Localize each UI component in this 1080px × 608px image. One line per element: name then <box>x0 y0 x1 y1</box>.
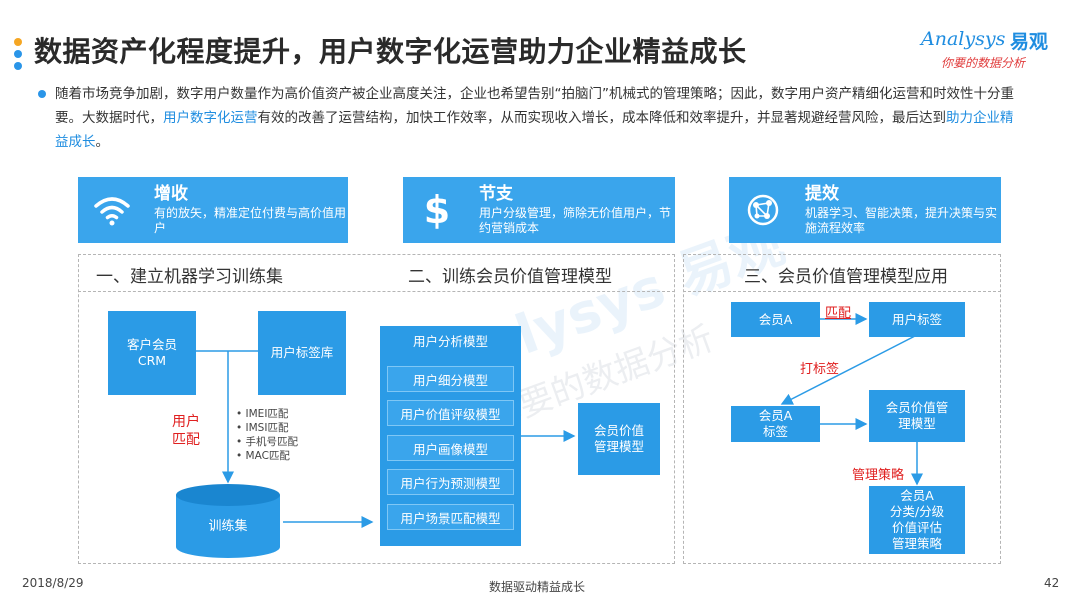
panel-title: 增收 <box>154 184 188 204</box>
section-heading-1: 一、建立机器学习训练集 <box>96 267 283 287</box>
title-dot <box>14 62 22 70</box>
logo-brand: Analysys <box>921 28 1006 50</box>
title-dots <box>14 38 24 74</box>
footer-date: 2018/8/29 <box>22 576 84 590</box>
frame-left <box>78 254 675 564</box>
training-set-label: 训练集 <box>208 519 248 534</box>
logo-slogan: 你要的数据分析 <box>941 56 1026 70</box>
strategy-label: 管理策略 <box>852 468 905 483</box>
globe-network-icon <box>729 177 797 243</box>
title-dot <box>14 50 22 58</box>
member-a-box: 会员A <box>731 302 820 337</box>
section-divider <box>683 291 1001 292</box>
intro-text: 。 <box>95 134 110 150</box>
model-item: 用户价值评级模型 <box>387 400 514 426</box>
training-set-cylinder: 训练集 <box>174 483 282 561</box>
model-item: 用户画像模型 <box>387 435 514 461</box>
intro-highlight: 助力企业精益成长 <box>55 110 1014 150</box>
tag-library-box: 用户标签库 <box>258 311 346 395</box>
value-model-box: 会员价值 管理模型 <box>578 403 660 475</box>
analysys-logo: Analysys 易观 你要的数据分析 <box>921 28 1061 76</box>
intro-text: 有效的改善了运营结构，加快工作效率，从而实现收入增长，成本降低和效率提升，并显著… <box>257 110 947 126</box>
user-match-label: 用户 匹配 <box>172 414 200 448</box>
footer-center: 数据驱动精益成长 <box>489 580 586 594</box>
title-dot <box>14 38 22 46</box>
model-panel-title: 用户分析模型 <box>412 334 488 349</box>
panel-efficiency: 提效 机器学习、智能决策，提升决策与实施流程效率 <box>729 177 1001 243</box>
list-item: • IMSI匹配 <box>236 422 289 434</box>
panel-title: 提效 <box>805 184 839 204</box>
list-item: • 手机号匹配 <box>236 436 299 448</box>
model-item: 用户细分模型 <box>387 366 514 392</box>
page-title: 数据资产化程度提升，用户数字化运营助力企业精益成长 <box>34 35 747 68</box>
intro-highlight: 用户数字化运营 <box>163 110 258 126</box>
panel-desc: 有的放矢，精准定位付费与高价值用户 <box>154 206 347 235</box>
panel-desc: 用户分级管理，筛除无价值用户，节约营销成本 <box>479 206 672 235</box>
section-heading-2: 二、训练会员价值管理模型 <box>408 267 612 287</box>
wifi-icon <box>78 177 146 243</box>
intro-paragraph: 随着市场竞争加剧，数字用户数量作为高价值资产被企业高度关注，企业也希望告别“拍脑… <box>55 82 1020 154</box>
tagging-label: 打标签 <box>800 362 840 377</box>
list-item: • MAC匹配 <box>236 450 290 462</box>
match-list: • IMEI匹配 • IMSI匹配 • 手机号匹配 • MAC匹配 <box>236 407 298 463</box>
page-number: 42 <box>1044 576 1060 590</box>
panel-revenue: 增收 有的放矢，精准定位付费与高价值用户 <box>78 177 348 243</box>
dollar-icon: $ <box>423 188 451 232</box>
section-heading-3: 三、会员价值管理模型应用 <box>744 267 948 287</box>
intro-text: 随着市场竞争加剧，数字用户数量作为高价值资产被企业高度关注，企业也希望告别“拍脑… <box>55 86 1014 126</box>
member-a-outcome-box: 会员A 分类/分级 价值评估 管理策略 <box>869 486 965 554</box>
logo-cn: 易观 <box>1010 31 1049 53</box>
member-a-tag-box: 会员A 标签 <box>731 406 820 442</box>
list-item: • IMEI匹配 <box>236 408 289 420</box>
crm-box: 客户会员 CRM <box>108 311 196 395</box>
panel-desc: 机器学习、智能决策，提升决策与实施流程效率 <box>805 206 998 235</box>
panel-cost: $ 节支 用户分级管理，筛除无价值用户，节约营销成本 <box>403 177 675 243</box>
panel-title: 节支 <box>479 184 513 204</box>
model-item: 用户场景匹配模型 <box>387 504 514 530</box>
user-tag-box: 用户标签 <box>869 302 965 337</box>
bullet-dot <box>38 90 46 98</box>
model-item: 用户行为预测模型 <box>387 469 514 495</box>
frame-right <box>683 254 1001 564</box>
member-value-model-box: 会员价值管 理模型 <box>869 390 965 442</box>
match-label: 匹配 <box>825 306 852 321</box>
section-divider <box>78 291 675 292</box>
